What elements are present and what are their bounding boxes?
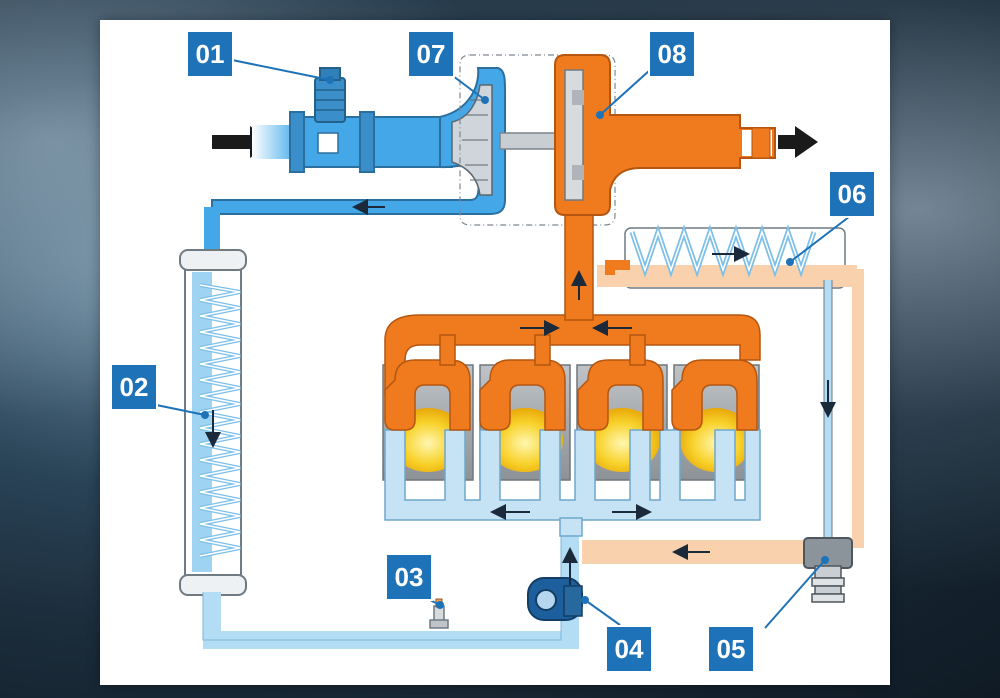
cooler-02 [179,249,247,596]
label-06: 06 [828,170,876,218]
throttle-flange [289,111,305,173]
label-05: 05 [707,625,755,673]
label-03: 03 [385,553,433,601]
exhaust-riser [564,199,594,321]
intake-glow [252,125,296,159]
throttle-flange-2 [359,111,375,173]
exhaust-manifold [384,314,761,431]
label-07: 07 [407,30,455,78]
exhaust-arrow [778,126,818,158]
thermostat-valve-icon [803,537,853,603]
egr-cooler-06 [597,224,857,289]
turbocharger-outline [459,54,616,226]
label-04: 04 [605,625,653,673]
throttle-window [317,132,339,154]
egr-return-light [848,269,864,548]
coolant-pump-icon [527,577,583,621]
label-01: 01 [186,30,234,78]
label-08: 08 [648,30,696,78]
turbine-wheel [564,69,584,201]
leader-dots [201,76,829,609]
coolant-jacket [384,429,761,537]
turbine-housing [554,54,776,216]
throttle-actuator-icon [314,67,346,123]
label-02: 02 [110,363,158,411]
turbo-shaft [499,132,561,150]
